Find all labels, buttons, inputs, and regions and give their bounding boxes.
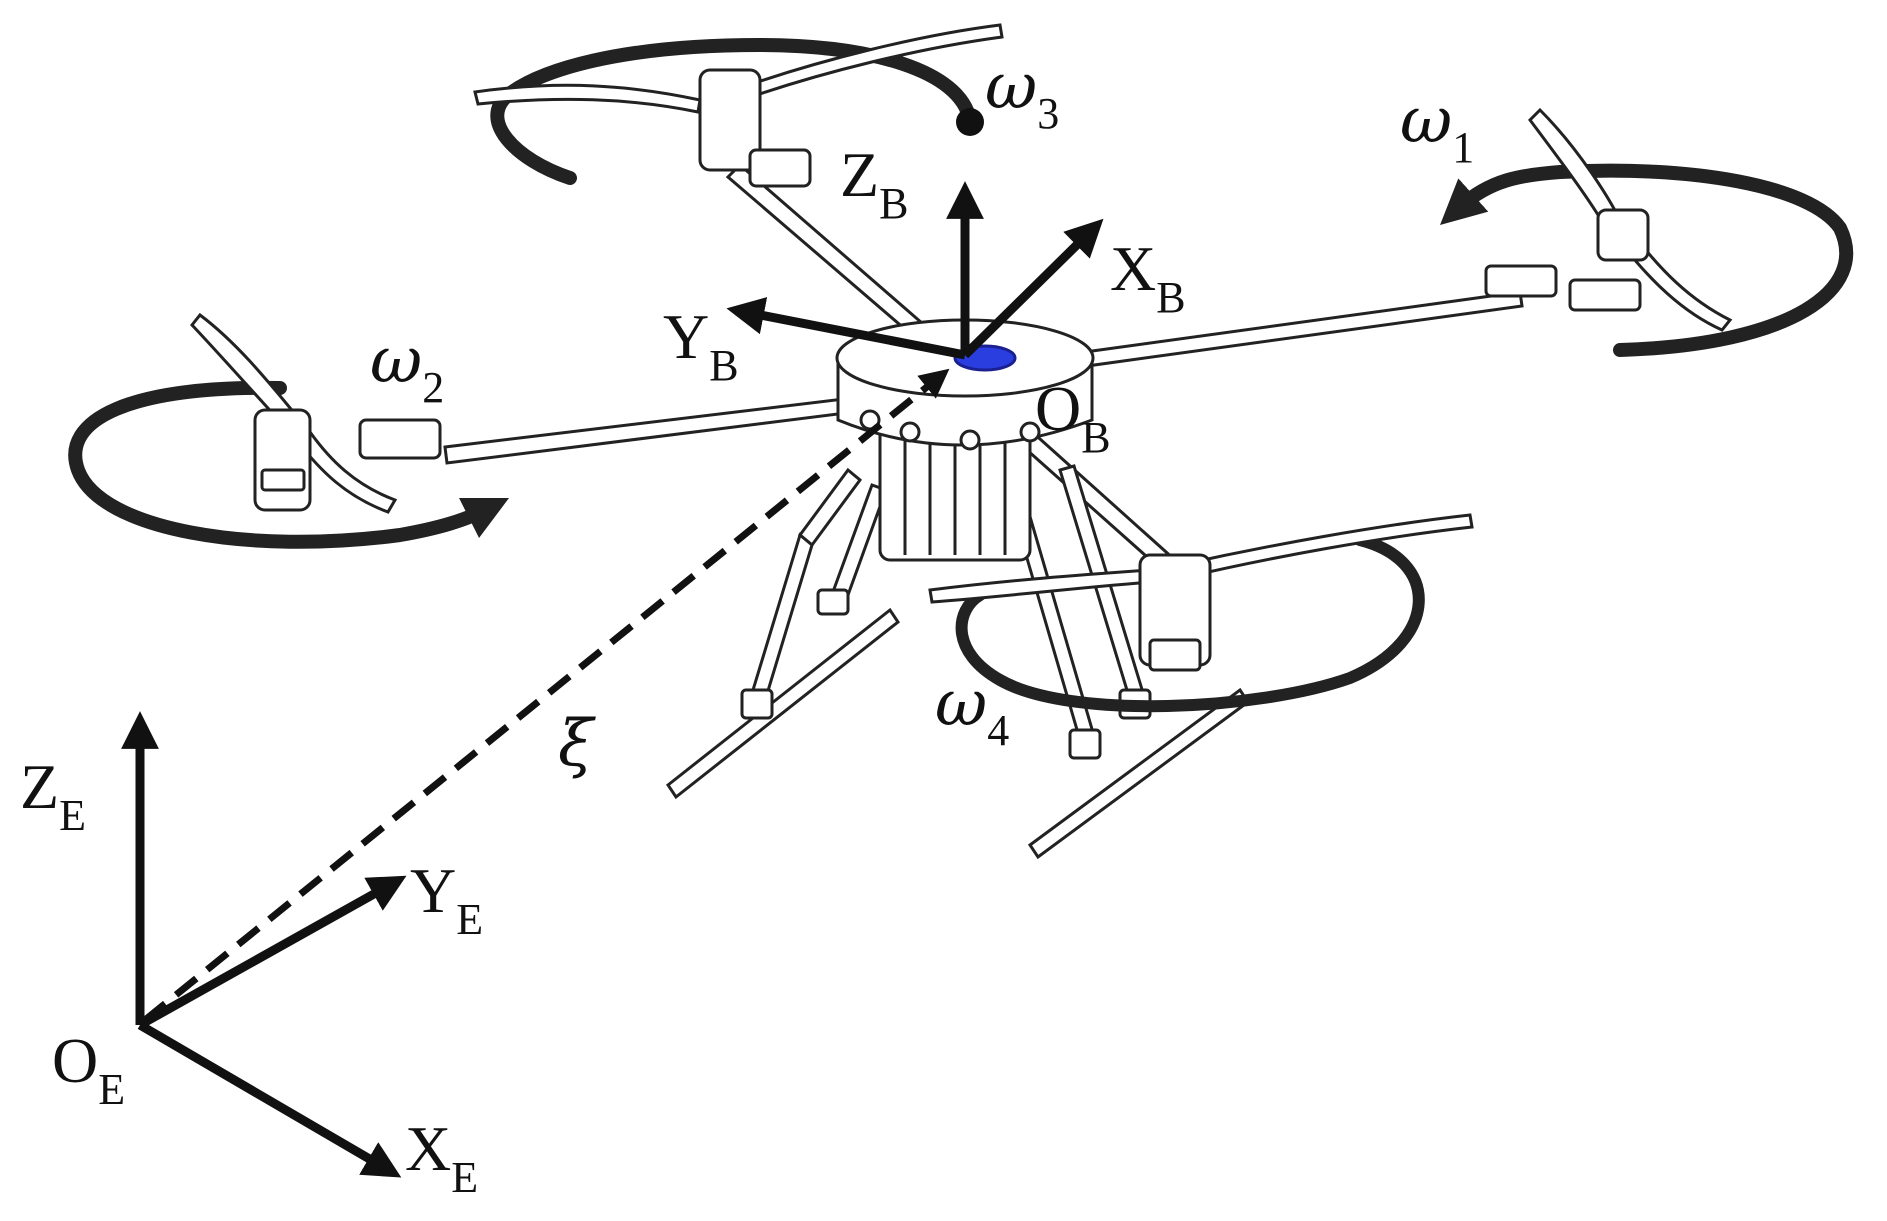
body-y-axis	[726, 297, 966, 360]
rotor-3-rotation-arrow	[490, 37, 977, 185]
earth-origin-label: OE	[52, 1025, 125, 1114]
earth-frame-axes	[121, 711, 407, 1178]
position-vector-label: ξ	[558, 707, 596, 781]
position-vector-line	[142, 368, 950, 1023]
landing-gear	[665, 464, 1251, 860]
rotor-4-speed-label: ω4	[935, 667, 1009, 755]
rotor-3	[473, 23, 1004, 188]
body-z-label: ZB	[840, 139, 908, 228]
rotor-1-rotation-arrow	[1440, 163, 1854, 357]
rotor-4	[928, 513, 1474, 713]
earth-z-label: ZE	[20, 751, 86, 840]
rotor-2	[68, 312, 510, 549]
body-frame-axes	[726, 181, 1104, 360]
earth-y-label: YE	[410, 855, 483, 944]
body-y-label: YB	[663, 301, 739, 390]
rotor-1	[1440, 107, 1854, 357]
earth-y-axis	[137, 875, 407, 1029]
earth-x-label: XE	[405, 1113, 478, 1202]
body-origin-label: OB	[1035, 373, 1111, 462]
earth-x-axis	[137, 1021, 402, 1178]
rotor-4-rotation-arrow	[955, 534, 1425, 713]
rotor-1-speed-label: ω1	[1400, 84, 1474, 172]
body-x-axis	[961, 218, 1104, 359]
quadrotor-arms	[443, 162, 1524, 575]
rotor-2-rotation-arrow	[68, 380, 510, 549]
rotor-2-speed-label: ω2	[370, 324, 444, 412]
body-x-label: XB	[1110, 233, 1186, 322]
arm-rear-left	[443, 396, 856, 465]
rotor-3-speed-label: ω3	[985, 50, 1059, 138]
